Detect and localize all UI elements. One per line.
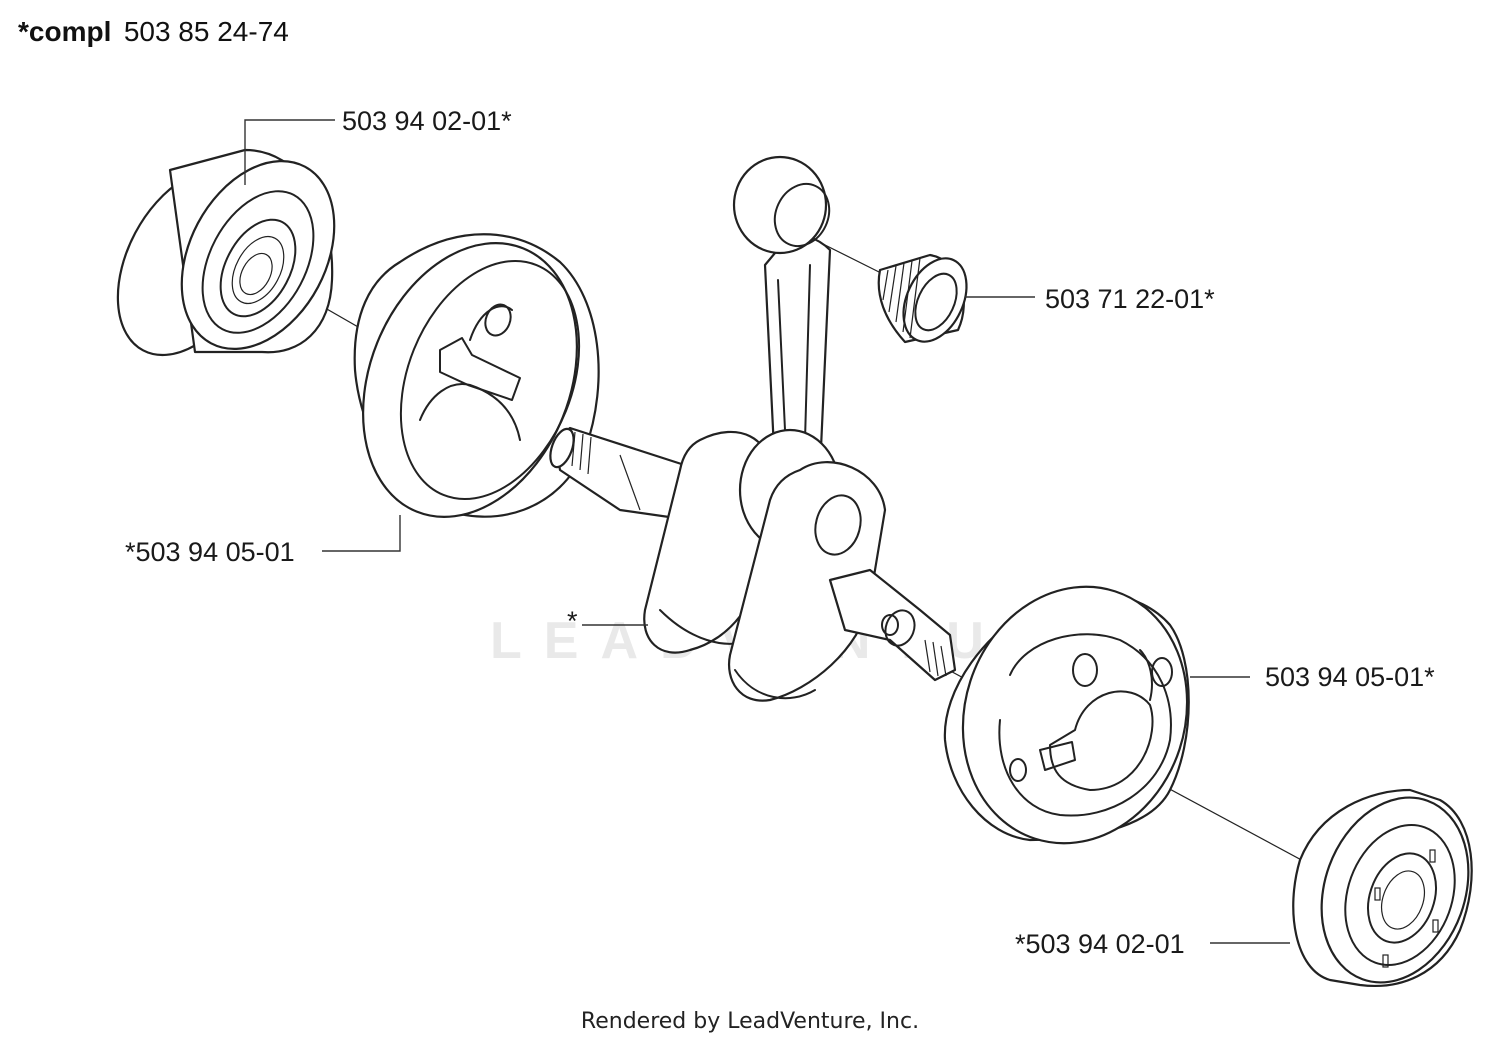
- crankshaft-assembly[interactable]: [546, 155, 957, 702]
- label-bearing-bottom[interactable]: *503 94 02-01: [1015, 929, 1185, 959]
- label-crankshaft[interactable]: *: [567, 606, 578, 636]
- leader-crank-half-left: [322, 515, 401, 552]
- label-crank-half-right[interactable]: 503 94 05-01*: [1265, 662, 1435, 692]
- needle-bearing[interactable]: [877, 248, 979, 351]
- label-bearing-top[interactable]: 503 94 02-01*: [342, 106, 512, 136]
- label-crank-half-left[interactable]: *503 94 05-01: [125, 537, 295, 567]
- assembly-prefix: *compl: [18, 16, 111, 47]
- assembly-part-number: 503 85 24-74: [124, 16, 289, 47]
- ball-bearing-top[interactable]: [88, 135, 365, 380]
- leader-bearing-top: [244, 119, 335, 185]
- footer-credit: Rendered by LeadVenture, Inc.: [581, 1009, 919, 1034]
- ball-bearing-bottom[interactable]: [1292, 777, 1493, 1003]
- crank-half-left[interactable]: [324, 211, 616, 549]
- assembly-title: *compl 503 85 24-74: [18, 16, 289, 47]
- label-needle-bearing[interactable]: 503 71 22-01*: [1045, 284, 1215, 314]
- crank-half-right[interactable]: [930, 557, 1220, 872]
